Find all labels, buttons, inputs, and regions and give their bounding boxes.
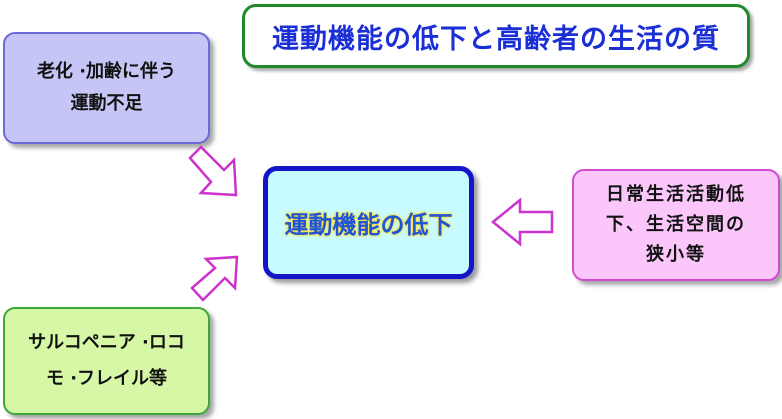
box-motor-function-decline: 運動機能の低下 (263, 166, 474, 279)
box-aging-lack-of-exercise: 老化 ·加齢に伴う 運動不足 (3, 32, 210, 144)
box-center-text: 運動機能の低下 (284, 211, 453, 239)
box-bottom-left-text: サルコペニア ·ロコ モ ·フレイル等 (28, 332, 185, 389)
arrow-right-to-center (491, 197, 554, 247)
box-sarcopenia-frailty: サルコペニア ·ロコ モ ·フレイル等 (3, 307, 210, 415)
box-right-text: 日常生活活動低 下、生活空間の 狭小等 (606, 184, 746, 265)
box-daily-activity-decline: 日常生活活動低 下、生活空間の 狭小等 (572, 169, 780, 281)
arrow-top-left-to-center (188, 145, 238, 197)
arrow-bottom-left-to-center (190, 255, 239, 302)
box-aging-text: 老化 ·加齢に伴う 運動不足 (36, 61, 177, 114)
title-text: 運動機能の低下と高齢者の生活の質 (272, 23, 720, 55)
diagram-title: 運動機能の低下と高齢者の生活の質 (242, 4, 750, 68)
